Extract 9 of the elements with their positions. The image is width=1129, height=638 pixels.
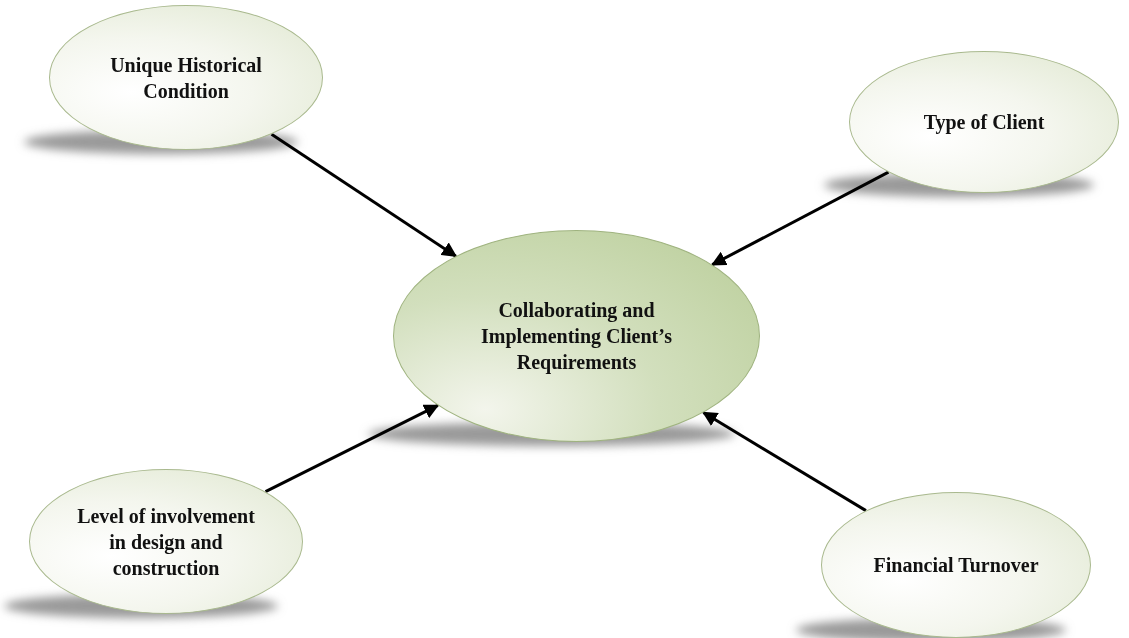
node-label: Type of Client	[923, 110, 1045, 135]
arrow	[264, 404, 440, 494]
node-label: Level of involvement in design and construction	[77, 503, 255, 581]
arrow	[702, 411, 867, 512]
arrow	[270, 132, 458, 258]
arrow	[710, 170, 890, 267]
node-label: Collaborating and Implementing Client’s Requirements	[480, 298, 673, 375]
node-label: Financial Turnover	[873, 553, 1039, 578]
node-label: Unique Historical Condition	[109, 52, 263, 104]
